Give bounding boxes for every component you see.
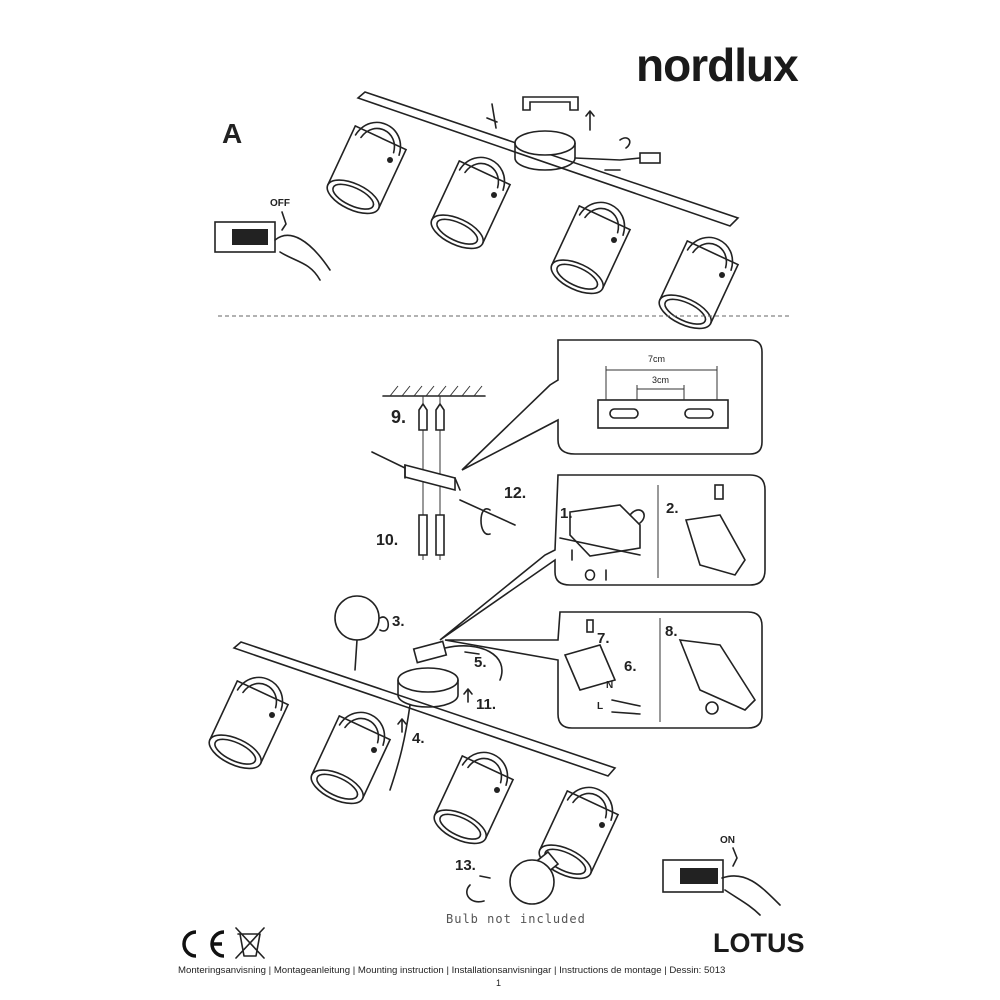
dimension-7cm: 7cm bbox=[648, 354, 665, 364]
on-label: ON bbox=[720, 835, 735, 846]
bulb-illustration: 13. bbox=[455, 850, 560, 905]
step-10-label: 10. bbox=[376, 532, 398, 549]
step-8-label: 8. bbox=[665, 623, 678, 640]
page-number: 1 bbox=[496, 978, 502, 988]
off-label: OFF bbox=[270, 198, 290, 209]
step-6-label: 6. bbox=[624, 658, 637, 675]
footer-text: Monteringsanvisning | Montageanleitung |… bbox=[178, 965, 726, 976]
bulb-not-included-note: Bulb not included bbox=[446, 912, 586, 926]
brand-logo: nordlux bbox=[636, 39, 799, 91]
step-1-label: 1. bbox=[560, 505, 573, 522]
section-a-label: A bbox=[222, 118, 242, 149]
ceiling-bracket-assembly bbox=[371, 385, 516, 560]
wiring-callout-6-7-8: 7. 6. 8. N L bbox=[444, 611, 763, 729]
track-fixture-top bbox=[321, 91, 742, 337]
step-12-label: 12. bbox=[504, 485, 526, 502]
neutral-wire-label: N bbox=[606, 680, 613, 691]
step-13-label: 13. bbox=[455, 857, 476, 874]
step-4-label: 4. bbox=[412, 730, 425, 747]
ce-mark-icon bbox=[182, 930, 225, 958]
track-fixture-bottom bbox=[203, 595, 622, 887]
step-7-label: 7. bbox=[597, 630, 610, 647]
terminal-box-callout-1-2: 1. 2. bbox=[439, 474, 766, 641]
dimension-3cm: 3cm bbox=[652, 375, 669, 385]
step-3-label: 3. bbox=[392, 613, 405, 630]
step-11-label: 11. bbox=[476, 696, 496, 713]
step-5-label: 5. bbox=[474, 654, 487, 671]
live-wire-label: L bbox=[597, 701, 603, 712]
power-switch-on: ON bbox=[662, 835, 781, 916]
weee-bin-icon bbox=[235, 927, 265, 959]
step-9-label: 9. bbox=[391, 407, 406, 427]
model-name: LOTUS bbox=[713, 928, 805, 958]
step-2-label: 2. bbox=[666, 500, 679, 517]
bracket-dimension-callout: 7cm 3cm bbox=[461, 339, 763, 471]
power-switch-off: OFF bbox=[214, 198, 331, 281]
